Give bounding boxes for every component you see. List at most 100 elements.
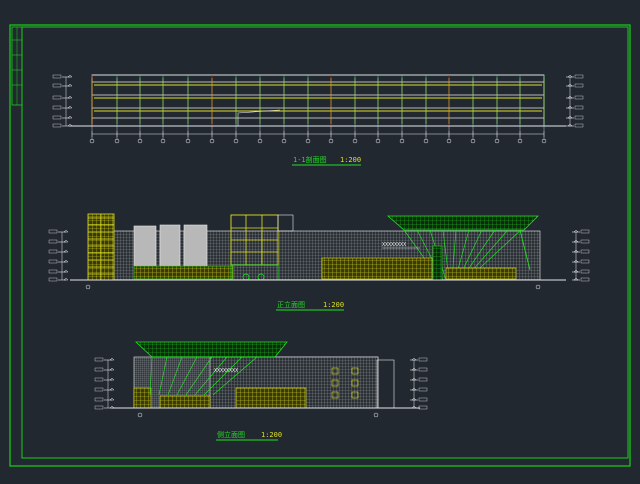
section-axis-bubble — [209, 138, 215, 144]
side-scale-text: 1:200 — [261, 431, 282, 439]
level-mark — [410, 377, 428, 382]
level-mark — [566, 83, 584, 88]
section-axis-bubble — [185, 138, 191, 144]
drawing-title-section: 1-1剖面图 1:200 — [292, 155, 361, 166]
section-title-text: 1-1剖面图 — [293, 155, 327, 164]
side-window — [351, 367, 359, 375]
title-strip — [11, 26, 23, 106]
front-axis-bubble — [85, 284, 91, 290]
side-axis-bubble — [373, 412, 379, 418]
side-annotation-text: XXXXXXXX — [214, 368, 238, 374]
side-title-text: 侧立面图 — [217, 430, 245, 439]
front-canopy-strut — [519, 229, 531, 271]
level-mark — [94, 387, 115, 392]
sheet-frame — [9, 24, 631, 467]
front-glazing-lower-left — [133, 265, 234, 280]
front-glazing-lower-mid — [321, 257, 433, 280]
drawing-title-front: 正立面图 1:200 — [276, 300, 344, 311]
section-axis-bubble — [352, 138, 358, 144]
level-mark — [52, 105, 73, 110]
level-mark — [410, 367, 428, 372]
side-canopy-strut — [167, 356, 183, 396]
side-canopy-strut — [185, 356, 213, 396]
section-axis-bubble — [305, 138, 311, 144]
level-mark — [94, 397, 115, 402]
level-mark — [410, 397, 428, 402]
side-canopy-strut — [203, 356, 243, 396]
level-mark — [48, 239, 69, 244]
front-title-text: 正立面图 — [277, 300, 305, 309]
level-mark — [572, 239, 590, 244]
side-stair-tower — [376, 359, 395, 409]
level-mark — [410, 387, 428, 392]
side-window — [351, 379, 359, 387]
side-window — [331, 379, 339, 387]
side-elevation-drawing: XXXXXXXX — [94, 341, 428, 418]
section-axis-bubble — [375, 138, 381, 144]
side-canopy-strut — [194, 356, 228, 396]
section-axis-bubble — [328, 138, 334, 144]
section-ramp — [237, 109, 281, 126]
section-axis-bubble — [89, 138, 95, 144]
section-axis-bubble — [517, 138, 523, 144]
level-mark — [48, 277, 69, 282]
front-axis-bubble — [535, 284, 541, 290]
level-mark — [566, 105, 584, 110]
front-parapet — [277, 214, 294, 232]
level-mark — [52, 83, 73, 88]
side-canopy-strut — [212, 356, 258, 396]
section-axis-bubble — [399, 138, 405, 144]
section-axis-bubble — [160, 138, 166, 144]
front-gray-block — [133, 225, 157, 267]
level-mark — [48, 269, 69, 274]
section-axis-bubble — [137, 138, 143, 144]
section-1-1-drawing — [52, 74, 584, 144]
level-mark — [410, 405, 428, 410]
level-mark — [566, 115, 584, 120]
front-gray-block — [159, 224, 181, 267]
level-mark — [94, 405, 115, 410]
section-scale-text: 1:200 — [340, 156, 361, 164]
level-mark — [572, 277, 590, 282]
level-mark — [94, 377, 115, 382]
side-canopy-roof — [134, 341, 288, 358]
section-axis-bubble — [423, 138, 429, 144]
level-mark — [566, 95, 584, 100]
side-window — [351, 391, 359, 399]
level-mark — [48, 259, 69, 264]
section-axis-bubble — [541, 138, 547, 144]
front-annotation-text: XXXXXXXX — [382, 242, 406, 248]
front-scale-text: 1:200 — [323, 301, 344, 309]
section-axis-bubble — [446, 138, 452, 144]
level-mark — [572, 249, 590, 254]
side-axis-bubble — [137, 412, 143, 418]
drawing-title-side: 侧立面图 1:200 — [216, 430, 282, 441]
front-elevation-drawing: XXXXXXXX — [48, 213, 590, 290]
section-axis-bubble — [494, 138, 500, 144]
level-mark — [52, 74, 73, 79]
front-gray-block — [183, 224, 208, 267]
side-canopy-strut — [158, 356, 168, 396]
level-mark — [52, 123, 73, 128]
side-glazing-left — [133, 387, 152, 409]
side-glazing-bottom — [159, 395, 211, 409]
level-mark — [572, 259, 590, 264]
level-mark — [48, 229, 69, 234]
level-mark — [566, 123, 584, 128]
level-mark — [52, 115, 73, 120]
side-canopy-strut — [149, 356, 153, 396]
level-mark — [410, 357, 428, 362]
level-mark — [52, 95, 73, 100]
side-glazing-mid — [235, 387, 307, 409]
level-mark — [48, 249, 69, 254]
level-mark — [572, 229, 590, 234]
section-axis-bubble — [470, 138, 476, 144]
front-glazing-lower-right — [445, 267, 517, 280]
side-window — [331, 367, 339, 375]
front-canopy-column — [432, 245, 443, 281]
front-canopy-roof — [386, 215, 539, 231]
level-mark — [94, 357, 115, 362]
section-axis-bubble — [114, 138, 120, 144]
